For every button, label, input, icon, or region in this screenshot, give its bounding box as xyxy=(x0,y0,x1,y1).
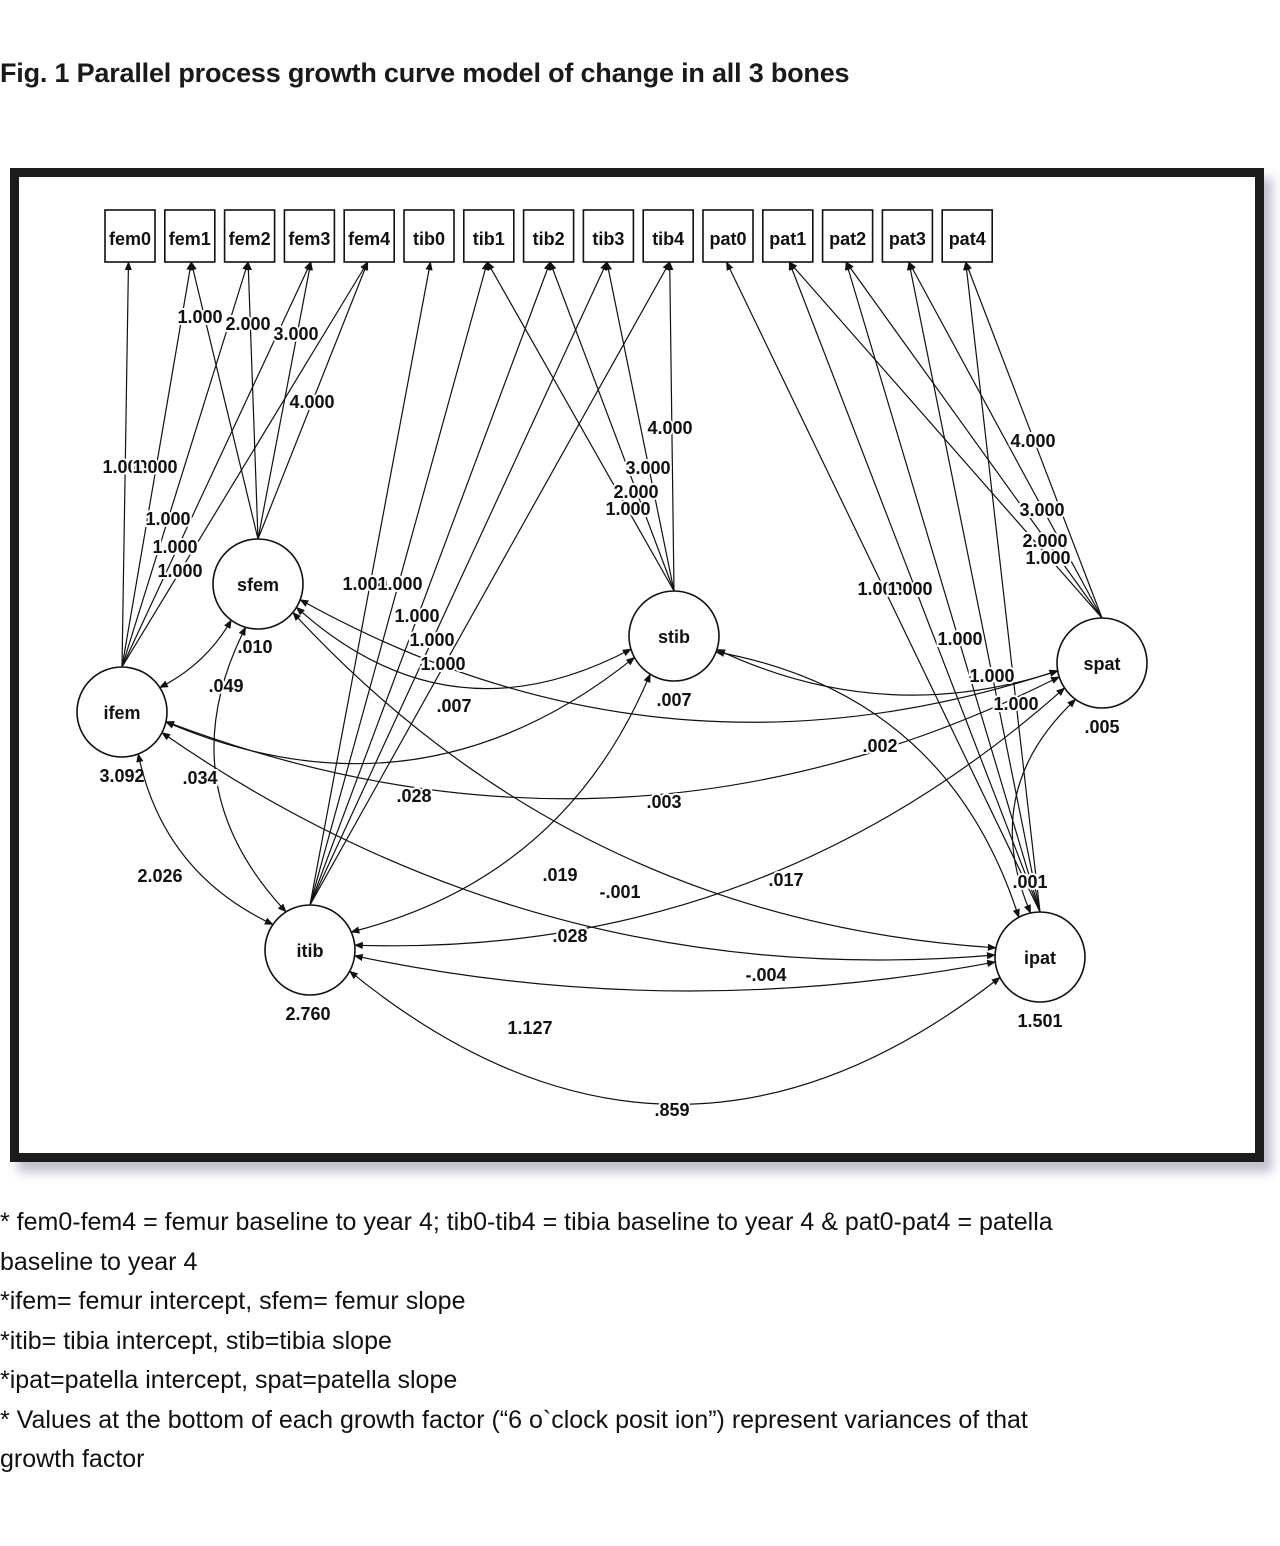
figure-title: Fig. 1 Parallel process growth curve mod… xyxy=(0,58,850,88)
diagram-frame xyxy=(10,168,1264,1162)
note-line: growth factor xyxy=(0,1445,145,1473)
note-line: *ipat=patella intercept, spat=patella sl… xyxy=(0,1366,458,1394)
note-line: * fem0-fem4 = femur baseline to year 4; … xyxy=(0,1208,1053,1236)
note-line: baseline to year 4 xyxy=(0,1247,198,1276)
note-line: * Values at the bottom of each growth fa… xyxy=(0,1405,1028,1434)
note-line: *ifem= femur intercept, sfem= femur slop… xyxy=(0,1287,466,1315)
note-line: *itib= tibia intercept, stib=tibia slope xyxy=(0,1326,392,1355)
figure-notes: * fem0-fem4 = femur baseline to year 4; … xyxy=(0,1203,1270,1480)
